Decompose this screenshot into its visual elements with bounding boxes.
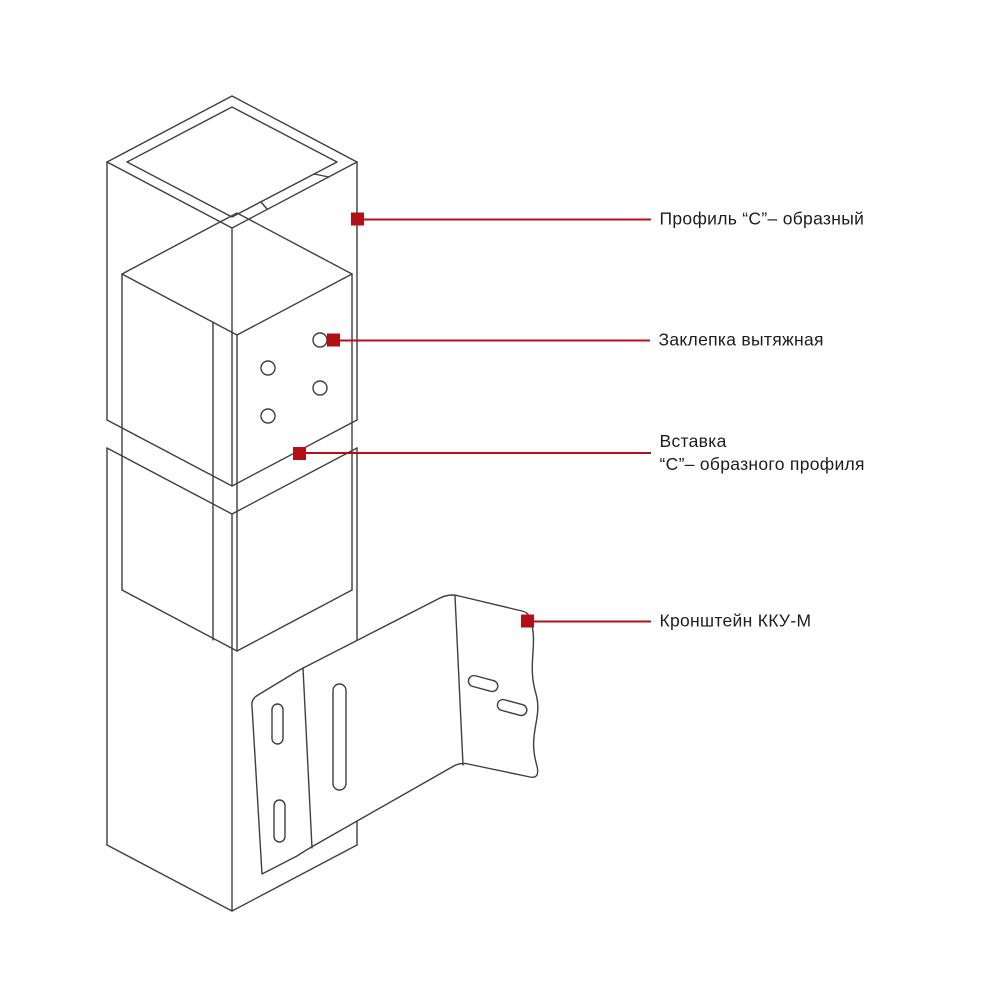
callout-label: Профиль “С”– образный — [659, 208, 865, 229]
callout-label: Заклепка вытяжная — [658, 329, 824, 350]
rivet-hole — [313, 381, 327, 395]
column-seam-upper — [107, 420, 357, 486]
bracket-slot — [496, 698, 528, 716]
bracket-bend-line — [455, 596, 463, 765]
rivet-hole — [261, 409, 275, 423]
callout-leader-line — [363, 218, 651, 220]
callout-bracket: Кронштейн ККУ-М — [520, 610, 812, 633]
callout-leader-line — [533, 620, 651, 622]
callout-rivet: Заклепка вытяжная — [326, 329, 824, 352]
column-bottom-edges — [107, 845, 357, 911]
insert-bottom-edges — [122, 590, 352, 651]
callout-profile: Профиль “С”– образный — [350, 208, 865, 231]
callout-leader-line — [305, 452, 651, 454]
bracket-kku-m — [252, 595, 538, 874]
column-seam-lower — [107, 448, 357, 514]
insert-top-face — [122, 213, 352, 335]
column-opening-lip — [261, 174, 329, 209]
bracket-bend-line — [303, 668, 312, 848]
callout-leader-line — [339, 339, 650, 341]
callout-marker — [292, 446, 306, 460]
bracket-slot — [467, 674, 499, 692]
rivet-hole — [313, 333, 327, 347]
callout-marker — [326, 333, 340, 347]
callout-marker — [520, 614, 534, 628]
callout-insert: Вставка “С”– образного профиля — [292, 430, 865, 476]
c-profile-insert — [122, 213, 352, 651]
callout-label: Вставка “С”– образного профиля — [659, 431, 865, 474]
column-top-inner — [127, 107, 337, 217]
bracket-slot — [274, 800, 285, 842]
column-top-outer — [107, 96, 357, 228]
callout-marker — [350, 212, 364, 226]
rivet-hole — [261, 361, 275, 375]
bracket-outline — [252, 595, 538, 874]
bracket-slot — [333, 684, 346, 790]
callout-label: Кронштейн ККУ-М — [659, 610, 812, 631]
bracket-slot — [272, 704, 283, 744]
